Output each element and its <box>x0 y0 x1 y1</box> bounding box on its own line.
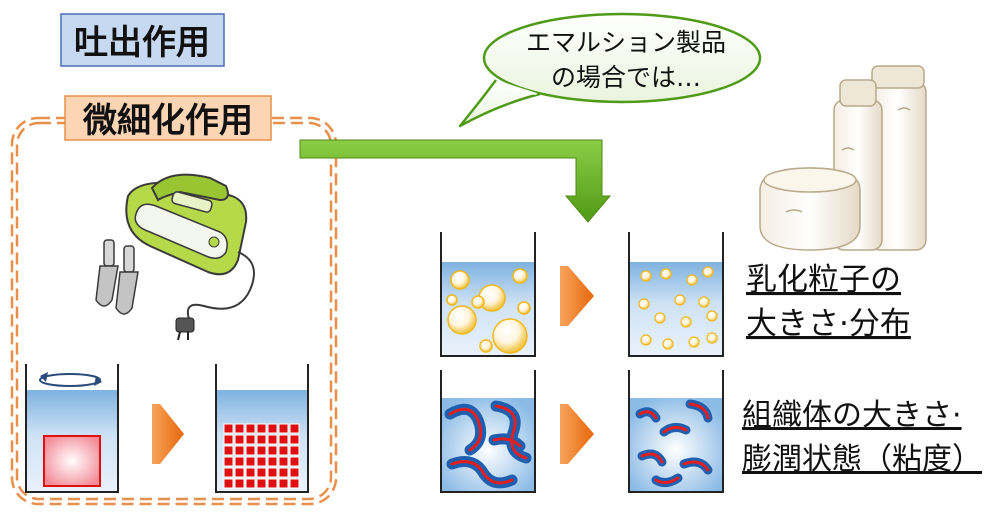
particle <box>640 270 652 282</box>
tissue-arrow <box>560 404 594 464</box>
particle <box>446 294 458 306</box>
grid-cell <box>267 423 278 434</box>
grid-cell <box>245 478 256 489</box>
particle <box>450 270 470 290</box>
hand-mixer-icon <box>95 173 255 341</box>
grid-cell <box>223 467 234 478</box>
bubble-text-line1: エマルション製品 <box>526 28 726 57</box>
grid-cell <box>267 434 278 445</box>
grid-cell <box>289 423 300 434</box>
grid-cell <box>256 434 267 445</box>
particle <box>654 312 666 324</box>
particle <box>702 266 714 278</box>
grid-cell <box>267 467 278 478</box>
particle <box>674 294 686 306</box>
discharge-label-box: 吐出作用 <box>60 13 225 67</box>
grid-cell <box>267 456 278 467</box>
grid-cell <box>234 478 245 489</box>
green-elbow-arrow <box>299 139 612 223</box>
particle <box>706 332 718 344</box>
particle <box>698 296 710 308</box>
grid-cell <box>278 445 289 456</box>
particle <box>706 310 718 322</box>
small-particles <box>638 266 718 350</box>
particle <box>680 316 692 328</box>
beaker-tissue-before <box>440 370 536 493</box>
grid-cell <box>289 467 300 478</box>
beaker-emulsion-after <box>628 232 724 357</box>
grid-cell <box>267 478 278 489</box>
grid-cell <box>223 423 234 434</box>
grid-cell <box>278 423 289 434</box>
particle <box>688 336 700 348</box>
grid-cell <box>234 467 245 478</box>
grid-cell <box>289 478 300 489</box>
speech-bubble: エマルション製品 の場合では… <box>458 12 762 128</box>
particle <box>447 305 477 335</box>
micronize-label-box: 微細化作用 <box>64 95 272 141</box>
grid-cell <box>245 423 256 434</box>
grid-cell <box>234 456 245 467</box>
result-emulsion-line1: 乳化粒子の <box>746 262 901 298</box>
micronized-grid <box>223 423 300 489</box>
left-process-arrow <box>152 404 184 464</box>
discharge-label: 吐出作用 <box>74 23 210 63</box>
grid-cell <box>256 467 267 478</box>
particle <box>512 268 528 284</box>
cosmetic-bottles-icon <box>759 65 927 251</box>
particle <box>686 274 698 286</box>
grid-cell <box>245 434 256 445</box>
result-tissue-line2: 膨潤状態（粘度） <box>742 442 982 477</box>
result-tissue-line1: 組織体の大きさ· <box>742 398 962 433</box>
beaker-after-micronize <box>215 364 309 493</box>
beaker-tissue-after <box>628 370 724 493</box>
bubble-text-line2: の場合では… <box>551 63 701 92</box>
result-emulsion-line2: 大きさ·分布 <box>746 306 911 342</box>
grid-cell <box>245 445 256 456</box>
rotation-arrow-icon <box>39 372 102 387</box>
grid-cell <box>234 423 245 434</box>
particle <box>638 298 650 310</box>
grid-cell <box>223 478 234 489</box>
grid-cell <box>256 456 267 467</box>
grid-cell <box>234 434 245 445</box>
particle <box>660 268 672 280</box>
large-particles <box>446 268 531 354</box>
grid-cell <box>223 456 234 467</box>
particle <box>640 334 652 346</box>
grid-cell <box>245 467 256 478</box>
grid-cell <box>256 423 267 434</box>
grid-cell <box>234 445 245 456</box>
grid-cell <box>289 434 300 445</box>
beaker-emulsion-before <box>440 232 536 357</box>
micronize-label: 微細化作用 <box>82 101 253 141</box>
particle <box>517 301 531 315</box>
grid-cell <box>267 445 278 456</box>
grid-cell <box>278 456 289 467</box>
particle <box>479 339 493 353</box>
grid-cell <box>278 478 289 489</box>
grid-cell <box>223 445 234 456</box>
grid-cell <box>256 445 267 456</box>
grid-cell <box>223 434 234 445</box>
grid-cell <box>245 456 256 467</box>
beaker-before-micronize <box>25 364 119 493</box>
grid-cell <box>256 478 267 489</box>
particle <box>492 318 528 354</box>
grid-cell <box>278 467 289 478</box>
grid-cell <box>278 434 289 445</box>
emulsion-arrow <box>560 266 594 326</box>
grid-cell <box>289 445 300 456</box>
particle <box>662 338 674 350</box>
grid-cell <box>289 456 300 467</box>
particle <box>471 295 485 309</box>
